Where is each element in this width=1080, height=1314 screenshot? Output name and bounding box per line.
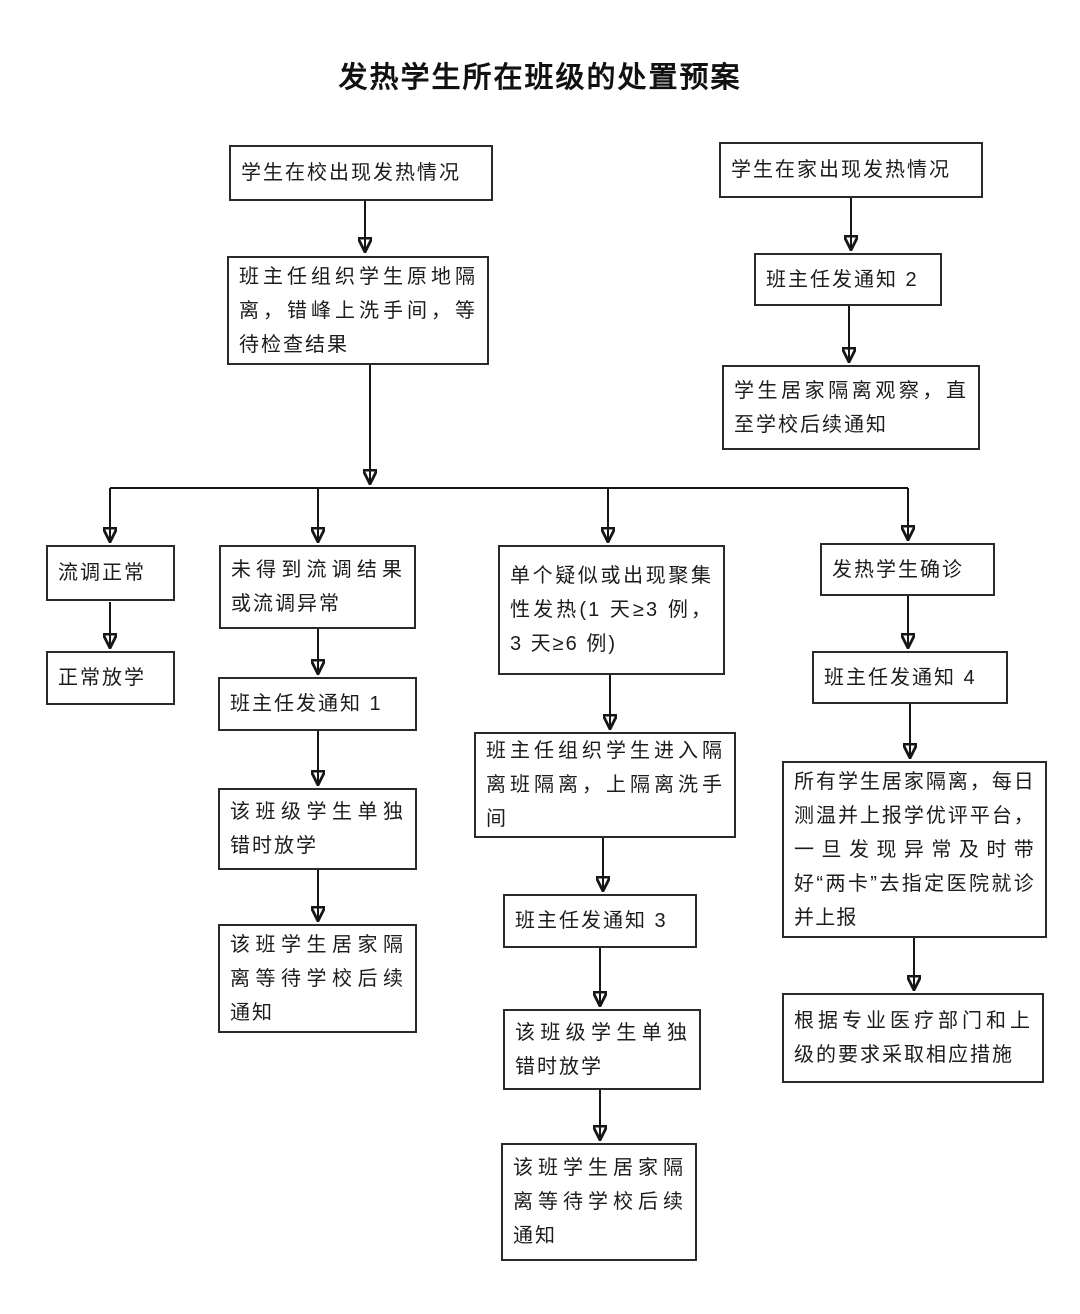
node-label: 该班级学生单独错时放学 bbox=[230, 801, 405, 857]
node-follow-medical-guidance: 根据专业医疗部门和上级的要求采取相应措施 bbox=[782, 993, 1044, 1083]
node-fever-confirmed: 发热学生确诊 bbox=[820, 543, 995, 596]
node-staggered-dismissal-3: 该班级学生单独错时放学 bbox=[503, 1009, 701, 1090]
node-label: 单个疑似或出现聚集性发热(1 天≥3 例，3 天≥6 例) bbox=[510, 565, 713, 655]
node-label: 班主任发通知 4 bbox=[824, 666, 977, 689]
node-teacher-notice-1: 班主任发通知 1 bbox=[218, 677, 417, 731]
node-label: 未得到流调结果或流调异常 bbox=[231, 559, 404, 615]
node-staggered-dismissal-2: 该班级学生单独错时放学 bbox=[218, 788, 417, 870]
node-label: 根据专业医疗部门和上级的要求采取相应措施 bbox=[794, 1010, 1032, 1066]
node-normal-dismissal: 正常放学 bbox=[46, 651, 175, 705]
node-all-students-home-quarantine: 所有学生居家隔离，每日测温并上报学优评平台，一旦发现异常及时带好“两卡”去指定医… bbox=[782, 761, 1047, 938]
node-label: 该班学生居家隔离等待学校后续通知 bbox=[230, 933, 405, 1024]
node-home-observation: 学生居家隔离观察，直至学校后续通知 bbox=[722, 365, 980, 450]
node-teacher-notice-4: 班主任发通知 4 bbox=[812, 651, 1008, 704]
node-label: 该班学生居家隔离等待学校后续通知 bbox=[513, 1157, 685, 1247]
node-label: 班主任组织学生原地隔离，错峰上洗手间，等待检查结果 bbox=[239, 265, 477, 356]
node-label: 流调正常 bbox=[58, 562, 146, 584]
node-class-home-quarantine-2: 该班学生居家隔离等待学校后续通知 bbox=[218, 924, 417, 1033]
node-trace-pending-or-abnormal: 未得到流调结果或流调异常 bbox=[219, 545, 416, 629]
node-label: 学生在家出现发热情况 bbox=[731, 159, 951, 181]
node-label: 班主任发通知 3 bbox=[515, 910, 668, 932]
node-label: 班主任发通知 2 bbox=[766, 268, 919, 291]
node-label: 发热学生确诊 bbox=[832, 558, 964, 581]
page-title: 发热学生所在班级的处置预案 bbox=[338, 62, 742, 94]
node-inplace-isolation: 班主任组织学生原地隔离，错峰上洗手间，等待检查结果 bbox=[227, 256, 489, 365]
node-teacher-notice-2: 班主任发通知 2 bbox=[754, 253, 942, 306]
node-isolation-class: 班主任组织学生进入隔离班隔离，上隔离洗手间 bbox=[474, 732, 736, 838]
node-home-fever-start: 学生在家出现发热情况 bbox=[719, 142, 983, 198]
node-class-home-quarantine-3: 该班学生居家隔离等待学校后续通知 bbox=[501, 1143, 697, 1261]
node-suspected-or-cluster-fever: 单个疑似或出现聚集性发热(1 天≥3 例，3 天≥6 例) bbox=[498, 545, 725, 675]
node-label: 所有学生居家隔离，每日测温并上报学优评平台，一旦发现异常及时带好“两卡”去指定医… bbox=[794, 770, 1035, 929]
node-label: 班主任发通知 1 bbox=[230, 693, 383, 715]
node-teacher-notice-3: 班主任发通知 3 bbox=[503, 894, 697, 948]
node-trace-normal: 流调正常 bbox=[46, 545, 175, 601]
node-label: 该班级学生单独错时放学 bbox=[515, 1021, 689, 1078]
node-label: 学生居家隔离观察，直至学校后续通知 bbox=[734, 379, 968, 436]
node-label: 正常放学 bbox=[58, 667, 146, 689]
node-label: 班主任组织学生进入隔离班隔离，上隔离洗手间 bbox=[486, 740, 724, 830]
node-label: 学生在校出现发热情况 bbox=[241, 162, 461, 184]
node-school-fever-start: 学生在校出现发热情况 bbox=[229, 145, 493, 201]
